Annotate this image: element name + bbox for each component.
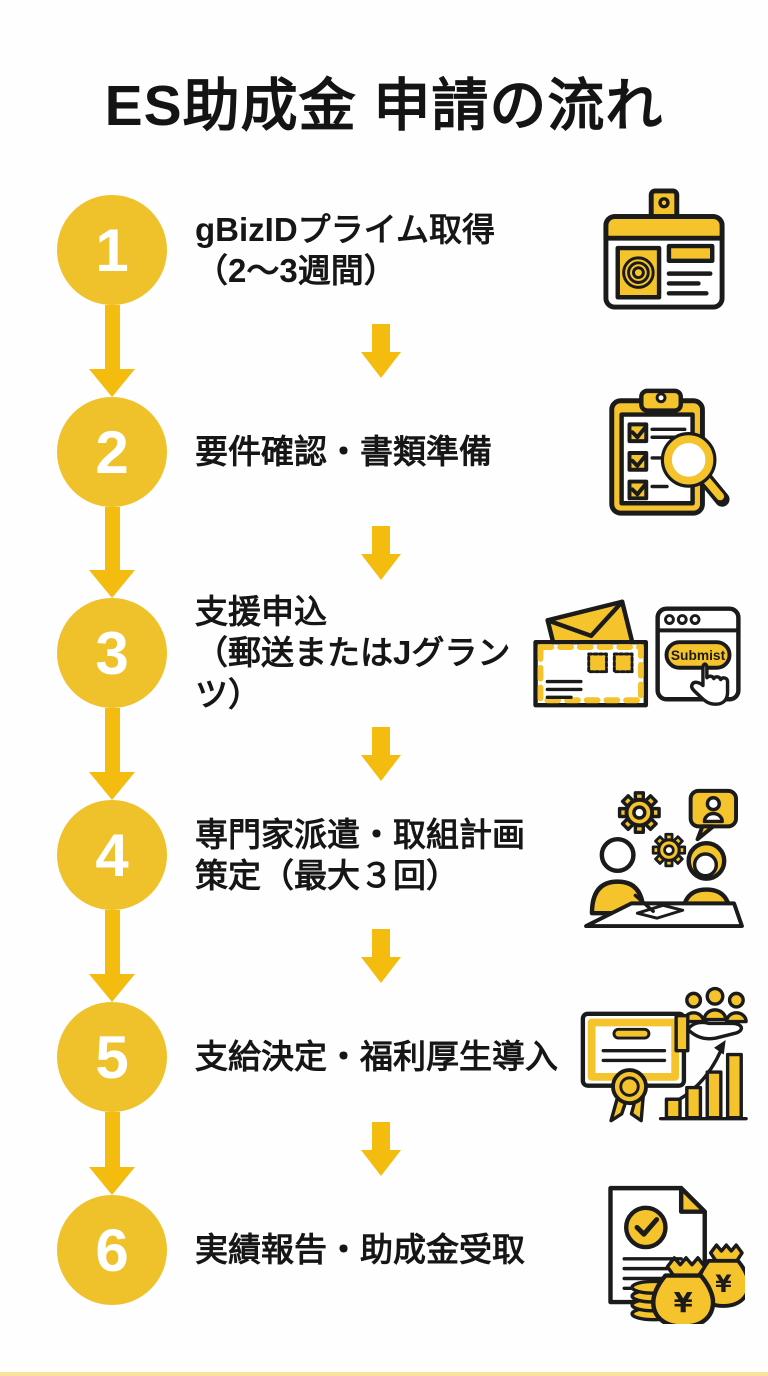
bottom-accent-line — [0, 1372, 768, 1376]
connector-arrow-head — [89, 772, 135, 800]
step-label: 実績報告・助成金受取 — [195, 1229, 579, 1270]
down-arrow-icon — [361, 957, 401, 983]
connector-arrow-head — [89, 1167, 135, 1195]
ribbon-award-icon — [609, 1068, 648, 1123]
step-label-line2: （郵送またはJグランツ） — [195, 634, 511, 713]
step-row-3: 3 支援申込 （郵送またはJグランツ） — [57, 593, 749, 713]
step-number: 5 — [95, 1023, 129, 1091]
gear-icon — [651, 832, 687, 868]
step-label: gBizIDプライム取得 （2〜3週間） — [195, 209, 579, 292]
step-number: 3 — [95, 619, 129, 687]
money-bag-icon: ¥ — [651, 1256, 716, 1324]
step-number: 2 — [95, 418, 129, 486]
step-label: 支援申込 （郵送またはJグランツ） — [195, 591, 521, 715]
step-label: 支給決定・福利厚生導入 — [195, 1036, 579, 1077]
clipboard-checklist-magnifier-icon — [579, 383, 749, 521]
down-arrow-icon — [361, 755, 401, 781]
connector-arrow-stem — [105, 1112, 120, 1167]
step-label: 要件確認・書類準備 — [195, 431, 579, 472]
step-label-line1: 専門家派遣・取組計画 — [195, 815, 525, 853]
step-label-line1: 支給決定・福利厚生導入 — [195, 1038, 558, 1076]
down-arrow-icon — [361, 554, 401, 580]
step-number-badge: 2 — [57, 397, 167, 507]
step-number-badge: 1 — [57, 195, 167, 305]
step-number: 1 — [95, 216, 129, 284]
connector-arrow-stem — [105, 708, 120, 772]
step-number-badge: 3 — [57, 598, 167, 708]
pen — [633, 893, 655, 913]
sleeve — [674, 1014, 690, 1053]
hand-cursor-icon — [689, 662, 730, 706]
hand-icon — [686, 1020, 744, 1041]
submit-button-label: Submist — [671, 648, 726, 663]
connector-arrow-stem — [105, 910, 120, 974]
report-and-money-icon: ¥ ¥ — [579, 1176, 749, 1324]
down-arrow-icon — [372, 929, 390, 957]
step-row-5: 5 支給決定・福利厚生導入 — [57, 986, 749, 1123]
down-arrow-icon — [372, 324, 390, 352]
step-row-2: 2 要件確認・書類準備 — [57, 388, 749, 516]
connector-arrow-stem — [105, 507, 120, 570]
down-arrow-icon — [361, 352, 401, 378]
connector-arrow-head — [89, 974, 135, 1002]
down-arrow-icon — [372, 1122, 390, 1150]
connector-arrow-head — [89, 369, 135, 397]
expert-consultation-icon — [579, 781, 749, 929]
connector-arrow-stem — [105, 305, 120, 369]
down-arrow-icon — [361, 1150, 401, 1176]
submit-browser-icon: Submist — [655, 606, 741, 706]
step-number-badge: 5 — [57, 1002, 167, 1112]
step-row-1: 1 gBizIDプライム取得 （2〜3週間） — [57, 188, 749, 310]
page-title: ES助成金 申請の流れ — [104, 74, 664, 138]
step-label: 専門家派遣・取組計画 策定（最大３回） — [195, 814, 579, 897]
check-circle-icon — [623, 1205, 668, 1250]
gear-icon — [617, 791, 661, 835]
step-label-line2: 策定（最大３回） — [195, 857, 459, 894]
envelope-and-submit-browser-icon: Submist — [521, 589, 749, 717]
paper — [635, 903, 685, 920]
step-label-line2: （2〜3週間） — [195, 252, 397, 289]
yen-symbol: ¥ — [715, 1270, 732, 1298]
step-row-4: 4 専門家派遣・取組計画 策定（最大３回） — [57, 788, 749, 929]
step-label-line1: gBizIDプライム取得 — [195, 210, 495, 248]
step-number-badge: 6 — [57, 1195, 167, 1305]
step-label-line1: 要件確認・書類準備 — [195, 433, 492, 471]
down-arrow-icon — [372, 526, 390, 554]
step-number: 4 — [95, 821, 129, 889]
connector-arrow-head — [89, 570, 135, 598]
people-group-icon — [682, 986, 748, 1024]
step-number-badge: 4 — [57, 800, 167, 910]
speech-bubble-person-icon — [688, 788, 738, 842]
bar-chart-icon — [658, 1052, 748, 1121]
step-label-line1: 支援申込 — [195, 593, 327, 631]
step-label-line1: 実績報告・助成金受取 — [195, 1231, 525, 1269]
yen-symbol: ¥ — [674, 1287, 693, 1319]
certificate-growth-chart-icon — [579, 986, 749, 1128]
down-arrow-icon — [372, 727, 390, 755]
step-row-6: 6 実績報告・助成金受取 — [57, 1185, 749, 1324]
id-card-fingerprint-icon — [579, 187, 749, 313]
step-number: 6 — [95, 1216, 129, 1284]
